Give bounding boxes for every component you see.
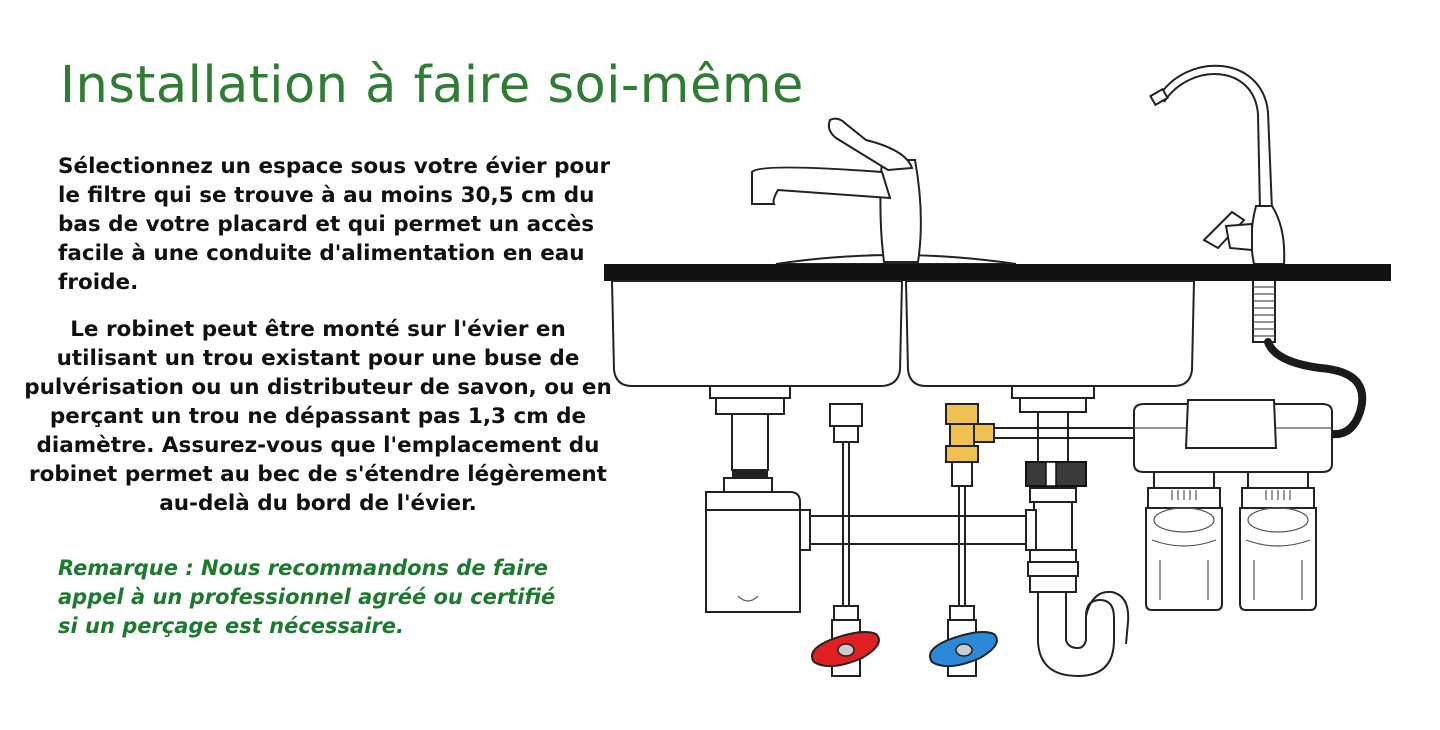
drain-saddle-connector bbox=[1025, 461, 1087, 487]
countertop bbox=[604, 264, 1391, 281]
cold-water-valve bbox=[929, 631, 998, 668]
note-text: Remarque : Nous recommandons de faire ap… bbox=[58, 556, 556, 638]
water-filter-system bbox=[1133, 399, 1333, 611]
filter-tap-faucet bbox=[1149, 64, 1367, 439]
kitchen-faucet bbox=[751, 117, 1017, 265]
filter-cartridge-left bbox=[1145, 471, 1223, 611]
drain-crossover-pipe bbox=[799, 509, 1037, 551]
right-drain bbox=[1011, 385, 1130, 678]
hot-water-valve bbox=[811, 631, 880, 668]
cold-supply-line bbox=[945, 403, 995, 677]
filter-cartridge-right bbox=[1239, 471, 1317, 611]
instruction-paragraph-faucet: Le robinet peut être monté sur l'évier e… bbox=[24, 317, 612, 516]
sink-basins bbox=[610, 280, 1196, 387]
page-title: Installation à faire soi-même bbox=[60, 56, 804, 115]
filter-feed-tube bbox=[994, 427, 1136, 439]
instruction-paragraph-location: Sélectionnez un espace sous votre évier … bbox=[58, 154, 611, 295]
left-drain bbox=[705, 385, 801, 613]
